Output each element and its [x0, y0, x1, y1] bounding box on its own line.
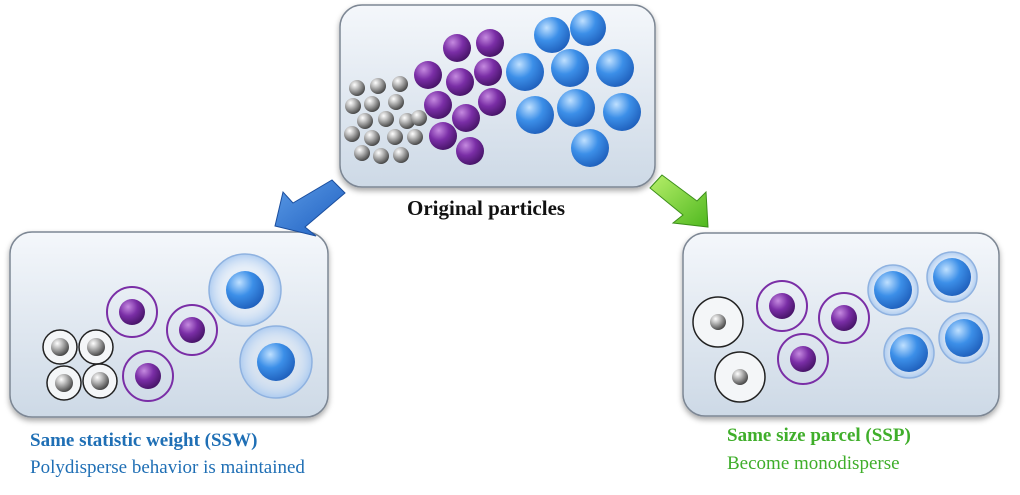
ssp-purple-parcels: [756, 280, 870, 385]
ssp-gray-parcels: [692, 296, 766, 403]
original-blue-particles: [506, 10, 641, 167]
ssw-purple-parcels: [106, 286, 218, 402]
original-purple-particles: [414, 29, 506, 165]
ssp-subtitle: Become monodisperse: [727, 453, 900, 474]
original-gray-particles: [344, 76, 427, 164]
ssp-title: Same size parcel (SSP): [727, 425, 911, 446]
ssp-blue-parcels: [867, 251, 990, 379]
ssw-blue-parcels: [208, 253, 313, 399]
arrow-to-ssp: [649, 174, 709, 228]
ssw-subtitle: Polydisperse behavior is maintained: [30, 457, 305, 478]
ssw-title: Same statistic weight (SSW): [30, 430, 258, 451]
original-particles-caption: Original particles: [407, 196, 566, 220]
arrow-to-ssw: [274, 179, 346, 237]
ssw-gray-parcels: [42, 329, 118, 401]
